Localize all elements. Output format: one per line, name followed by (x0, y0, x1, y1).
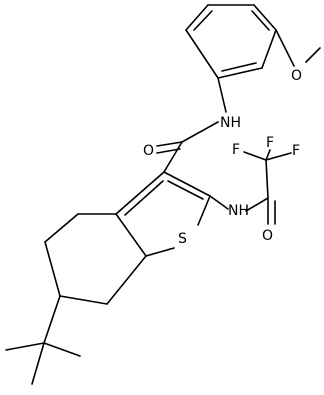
atom-label-nh-amide: NH (220, 115, 241, 131)
bond (115, 171, 165, 215)
bond (115, 213, 147, 257)
bond (305, 47, 321, 63)
bond (44, 241, 61, 297)
bond (156, 148, 181, 154)
bonds (5, 4, 321, 385)
atom-labels: NH O O NH O S F F F (143, 68, 302, 247)
atom-label-o-methoxy: O (291, 68, 302, 84)
bond (185, 29, 219, 79)
bond (265, 152, 292, 161)
bond (217, 77, 227, 113)
atom-label-o-carbonyl-trifluoroacetyl: O (262, 228, 273, 244)
bond (265, 159, 269, 199)
atom-label-nh-trifluoroacetamide: NH (228, 203, 249, 219)
bond (145, 247, 175, 257)
bond (167, 180, 204, 200)
bond (193, 10, 213, 31)
bond (156, 141, 183, 147)
bond (221, 62, 257, 72)
bond (31, 342, 45, 385)
atom-label-s-thiophene: S (178, 231, 187, 247)
bond (245, 197, 269, 212)
atom-label-o-carbonyl-amide: O (143, 143, 154, 159)
bond (251, 10, 270, 31)
bond (265, 149, 271, 161)
atom-label-f-left: F (232, 142, 240, 158)
bond (163, 171, 211, 197)
bond (181, 121, 219, 143)
bond (163, 141, 183, 173)
atom-label-f-top: F (266, 135, 274, 151)
bond (217, 67, 263, 79)
bond (43, 295, 61, 344)
bond (275, 29, 295, 67)
bond (106, 255, 147, 305)
bond (44, 213, 79, 243)
bond (59, 295, 108, 305)
bond (209, 195, 229, 210)
bond (5, 342, 45, 351)
bond (253, 4, 277, 31)
bond (243, 151, 267, 161)
bond (185, 4, 209, 31)
bond (43, 342, 81, 357)
bond (124, 180, 164, 216)
bond (261, 29, 277, 69)
bond (197, 195, 211, 226)
atom-label-f-right: F (292, 143, 300, 159)
